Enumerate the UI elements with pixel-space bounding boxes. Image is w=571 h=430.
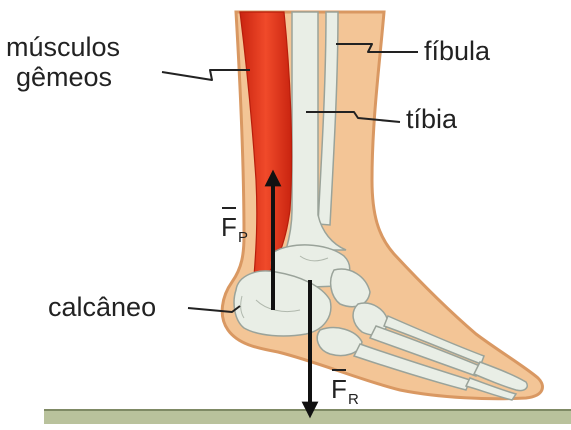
musculos-label-line2: gêmeos xyxy=(16,62,112,92)
musculos-label-line1: músculos xyxy=(6,32,120,62)
fr-symbol: F xyxy=(331,374,347,404)
ground xyxy=(44,410,571,424)
fibula-label: fíbula xyxy=(424,36,491,66)
musculos-leader xyxy=(162,70,250,80)
calcaneo-label: calcâneo xyxy=(48,292,156,322)
tibia-label: tíbia xyxy=(406,104,458,134)
fr-subscript: R xyxy=(348,391,359,408)
fp-symbol: F xyxy=(221,212,237,242)
fp-subscript: P xyxy=(238,229,248,246)
